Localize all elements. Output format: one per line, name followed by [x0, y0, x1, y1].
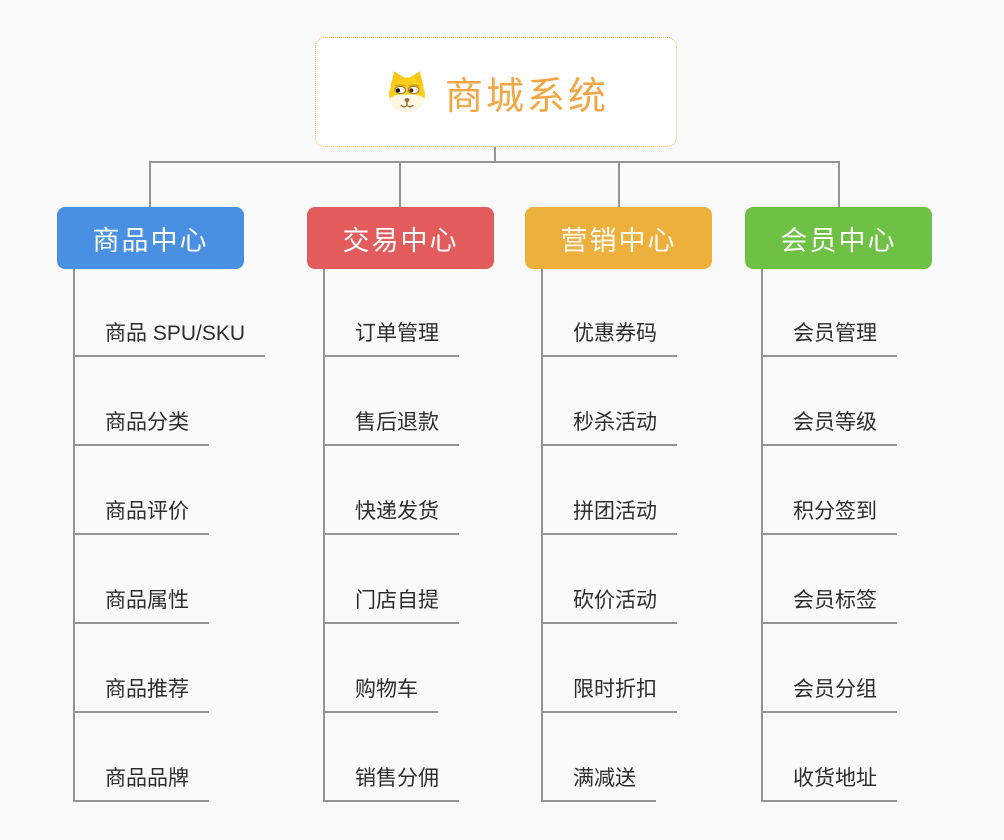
root-title: 商城系统: [444, 75, 609, 118]
trunk-branch-1: [73, 268, 75, 802]
branch-label: 商品中心: [92, 225, 209, 256]
branch-marketing-center[interactable]: 营销中心: [525, 207, 712, 269]
leaf-member-management[interactable]: 会员管理: [761, 313, 897, 357]
leaf-product-spu-sku[interactable]: 商品 SPU/SKU: [73, 313, 266, 357]
leaf-after-sale-refund[interactable]: 售后退款: [323, 402, 459, 446]
leaf-label: 会员标签: [793, 589, 877, 612]
leaf-label: 售后退款: [355, 411, 439, 434]
leaf-shopping-cart[interactable]: 购物车: [323, 669, 438, 713]
leaf-product-attribute[interactable]: 商品属性: [73, 580, 209, 624]
leaf-limited-time-discount[interactable]: 限时折扣: [541, 669, 677, 713]
leaf-label: 会员管理: [793, 322, 877, 345]
leaf-label: 优惠券码: [573, 322, 657, 345]
leaf-label: 商品属性: [105, 589, 189, 612]
root-node[interactable]: 商城系统: [315, 37, 677, 147]
leaf-sales-commission[interactable]: 销售分佣: [323, 758, 459, 802]
trunk-branch-2: [323, 268, 325, 802]
leaf-bargain-activity[interactable]: 砍价活动: [541, 580, 677, 624]
leaf-product-recommend[interactable]: 商品推荐: [73, 669, 209, 713]
branch-label: 交易中心: [342, 225, 459, 256]
leaf-member-level[interactable]: 会员等级: [761, 402, 897, 446]
leaf-member-group[interactable]: 会员分组: [761, 669, 897, 713]
leaf-product-category[interactable]: 商品分类: [73, 402, 209, 446]
branch-trade-center[interactable]: 交易中心: [307, 207, 494, 269]
leaf-shipping-address[interactable]: 收货地址: [761, 758, 897, 802]
leaf-member-tag[interactable]: 会员标签: [761, 580, 897, 624]
leaf-label: 商品品牌: [105, 767, 189, 790]
leaf-label: 秒杀活动: [573, 411, 657, 434]
connector-drop-branch-1: [149, 162, 151, 208]
shiba-dog-icon: [388, 71, 425, 112]
leaf-label: 满减送: [573, 767, 636, 790]
leaf-store-pickup[interactable]: 门店自提: [323, 580, 459, 624]
leaf-label: 会员分组: [793, 678, 877, 701]
leaf-express-delivery[interactable]: 快递发货: [323, 491, 459, 535]
leaf-points-checkin[interactable]: 积分签到: [761, 491, 897, 535]
leaf-full-reduction[interactable]: 满减送: [541, 758, 656, 802]
connector-horizontal: [149, 161, 840, 163]
leaf-label: 收货地址: [793, 767, 877, 790]
leaf-coupon-code[interactable]: 优惠券码: [541, 313, 677, 357]
branch-product-center[interactable]: 商品中心: [57, 207, 244, 269]
leaf-label: 商品推荐: [105, 678, 189, 701]
leaf-product-review[interactable]: 商品评价: [73, 491, 209, 535]
leaf-label: 购物车: [355, 678, 418, 701]
leaf-label: 商品评价: [105, 500, 189, 523]
connector-drop-branch-4: [838, 162, 840, 208]
connector-drop-branch-2: [399, 162, 401, 208]
leaf-group-buy[interactable]: 拼团活动: [541, 491, 677, 535]
branch-member-center[interactable]: 会员中心: [745, 207, 932, 269]
leaf-label: 商品分类: [105, 411, 189, 434]
connector-drop-branch-3: [618, 162, 620, 208]
leaf-flash-sale[interactable]: 秒杀活动: [541, 402, 677, 446]
leaf-label: 销售分佣: [355, 767, 439, 790]
connector-root-stub: [494, 144, 496, 162]
leaf-label: 砍价活动: [573, 589, 657, 612]
leaf-product-brand[interactable]: 商品品牌: [73, 758, 209, 802]
leaf-label: 门店自提: [355, 589, 439, 612]
trunk-branch-4: [761, 268, 763, 802]
leaf-order-management[interactable]: 订单管理: [323, 313, 459, 357]
branch-label: 会员中心: [780, 225, 897, 256]
leaf-label: 订单管理: [355, 322, 439, 345]
branch-label: 营销中心: [560, 225, 677, 256]
leaf-label: 快递发货: [355, 500, 439, 523]
leaf-label: 会员等级: [793, 411, 877, 434]
trunk-branch-3: [541, 268, 543, 802]
leaf-label: 限时折扣: [573, 678, 657, 701]
leaf-label: 积分签到: [793, 500, 877, 523]
leaf-label: 商品 SPU/SKU: [105, 322, 246, 345]
leaf-label: 拼团活动: [573, 500, 657, 523]
